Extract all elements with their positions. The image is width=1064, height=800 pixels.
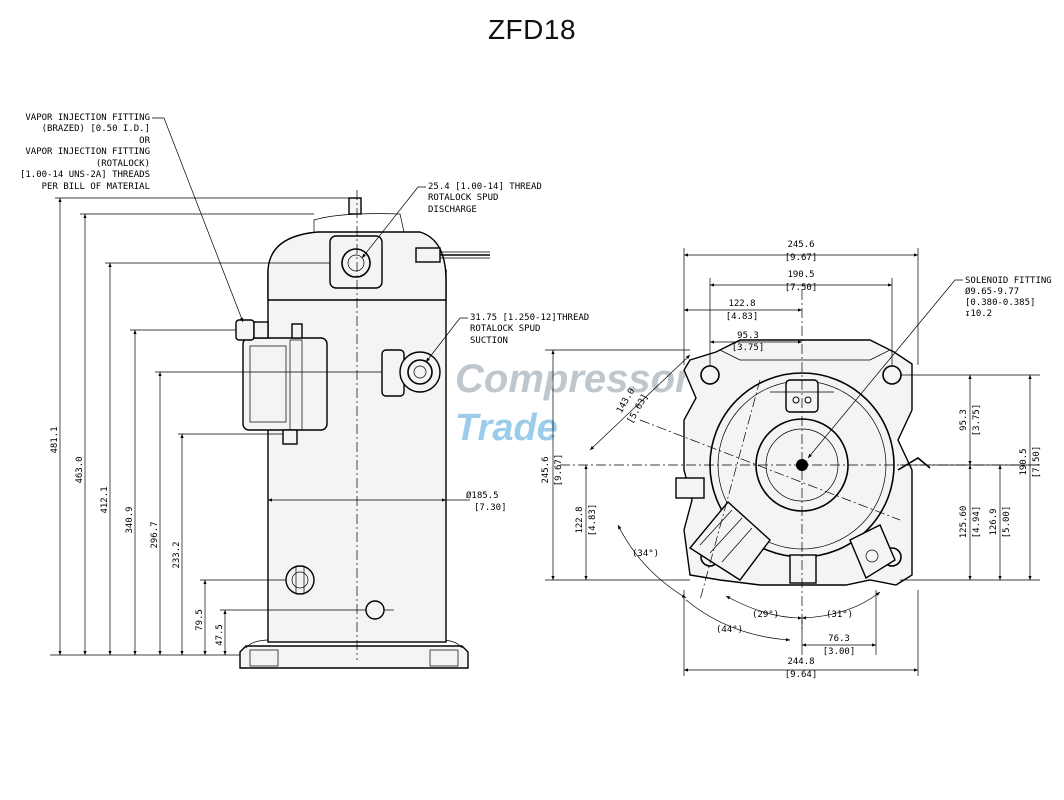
discharge-spud	[329, 235, 383, 289]
angle-31: (31°)	[826, 610, 853, 620]
lower-fitting	[365, 600, 385, 620]
solenoid-note-line: Ø9.65-9.77	[965, 286, 1019, 297]
right-dim-125: 125.60	[959, 506, 969, 539]
solenoid-note-line: ↧10.2	[965, 309, 992, 319]
bottom-dim-244: 244.8	[787, 657, 814, 667]
watermark-line1: Compressor	[455, 357, 693, 401]
top-dim-245-in: [9.67]	[785, 253, 818, 263]
diameter-dim-in: [7.30]	[474, 503, 507, 513]
vapor-note-line: VAPOR INJECTION FITTING	[25, 113, 150, 123]
height-dim-79: 79.5	[195, 609, 205, 631]
right-dim-190: 190.5	[1019, 448, 1029, 475]
discharge-note-line: DISCHARGE	[428, 205, 477, 215]
top-dim-122-in: [4.83]	[726, 312, 759, 322]
right-dim-126-in: [5.00]	[1002, 506, 1012, 539]
suction-note-line: SUCTION	[470, 336, 508, 346]
suction-spud-top	[675, 477, 705, 499]
left-dim-245: 245.6	[541, 456, 551, 483]
top-dim-122: 122.8	[728, 299, 755, 309]
left-dim-122-in: [4.83]	[588, 504, 598, 537]
top-dim-95-in: [3.75]	[732, 343, 765, 353]
top-dim-190: 190.5	[787, 270, 814, 280]
vapor-note-line: OR	[139, 136, 150, 146]
angle-29: (29°)	[752, 610, 779, 620]
height-dim-463: 463.0	[75, 456, 85, 483]
discharge-note: 25.4 [1.00-14] THREAD ROTALOCK SPUD DISC…	[361, 182, 542, 259]
top-dim-245: 245.6	[787, 240, 814, 250]
terminal-box-top	[688, 500, 771, 581]
bottom-dim-244-in: [9.64]	[785, 670, 818, 680]
right-dim-126: 126.9	[989, 508, 999, 535]
suction-note-line: ROTALOCK SPUD	[470, 324, 540, 334]
diameter-dim: Ø185.5	[466, 490, 499, 501]
height-dim-412: 412.1	[100, 486, 110, 513]
vapor-note-line: PER BILL OF MATERIAL	[42, 182, 150, 192]
left-dim-245-in: [9.67]	[554, 454, 564, 487]
top-dim-190-in: [7.50]	[785, 283, 818, 293]
drawing-title: ZFD18	[487, 14, 577, 45]
height-dim-340: 340.9	[125, 506, 135, 533]
solenoid-note-line: SOLENOID FITTING	[965, 276, 1052, 286]
left-dim-122: 122.8	[575, 506, 585, 533]
vapor-injection-fitting	[235, 319, 255, 341]
suction-note-line: 31.75 [1.250-12]THREAD	[470, 313, 589, 323]
solenoid-note-line: [0.380-0.385]	[965, 298, 1035, 308]
discharge-note-line: 25.4 [1.00-14] THREAD	[428, 182, 542, 192]
vapor-note-line: [1.00-14 UNS-2A] THREADS	[20, 170, 150, 180]
top-dim-95: 95.3	[737, 331, 759, 341]
vapor-injection-note: VAPOR INJECTION FITTING (BRAZED) [0.50 I…	[20, 113, 244, 323]
vapor-note-line: (BRAZED) [0.50 I.D.]	[42, 124, 150, 134]
height-dim-481: 481.1	[50, 426, 60, 453]
suction-note: 31.75 [1.250-12]THREAD ROTALOCK SPUD SUC…	[425, 313, 589, 363]
watermark-line2: Trade	[455, 407, 558, 449]
discharge-port-icon	[341, 248, 371, 278]
right-dim-95-in: [3.75]	[972, 404, 982, 437]
discharge-note-line: ROTALOCK SPUD	[428, 193, 498, 203]
angle-34: (34°)	[632, 549, 659, 559]
bottom-dim-76-in: [3.00]	[823, 647, 856, 657]
right-dim-95: 95.3	[959, 409, 969, 431]
right-dim-125-in: [4.94]	[972, 506, 982, 539]
top-view: 245.6 [9.67] 190.5 [7.50] 122.8 [4.83] 9…	[541, 240, 1052, 680]
height-dim-233: 233.2	[172, 541, 182, 568]
vapor-note-line: VAPOR INJECTION FITTING	[25, 147, 150, 157]
angle-44: (44°)	[716, 625, 743, 635]
bottom-dim-76: 76.3	[828, 634, 850, 644]
right-dim-190-in: [7.50]	[1032, 446, 1042, 479]
base-plate	[239, 645, 469, 669]
vapor-note-line: (ROTALOCK)	[96, 159, 150, 169]
height-dim-47: 47.5	[215, 624, 225, 646]
oil-fitting	[285, 565, 315, 595]
height-dim-296: 296.7	[150, 521, 160, 548]
terminal-box	[242, 337, 328, 431]
solenoid-note: SOLENOID FITTING Ø9.65-9.77 [0.380-0.385…	[807, 276, 1052, 459]
suction-port-icon	[399, 351, 441, 393]
side-view: 481.1 463.0 412.1 340.9 296.7 233.2 79.5…	[20, 113, 589, 669]
